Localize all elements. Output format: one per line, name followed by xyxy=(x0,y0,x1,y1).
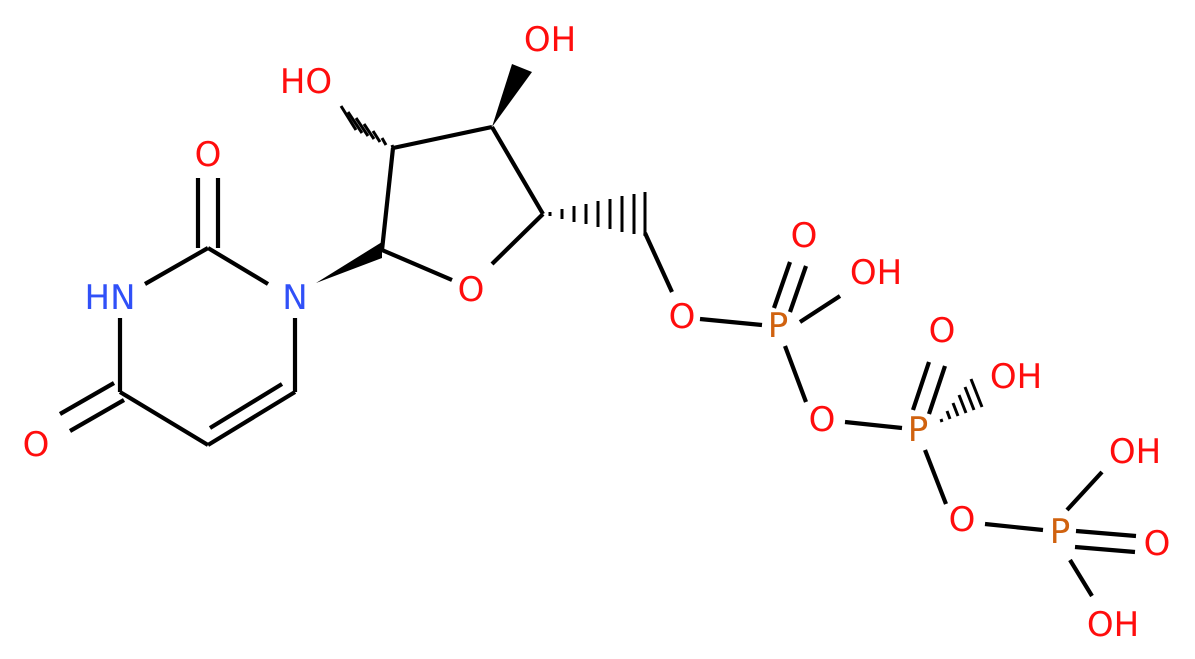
bond-c4p-oring xyxy=(490,212,545,266)
atom-o-c2: O xyxy=(195,135,222,175)
atom-o5p: O xyxy=(669,297,696,337)
bond-layer xyxy=(58,124,1137,598)
bond-c5-c6 xyxy=(206,390,297,447)
bond-pb-o-double-a xyxy=(911,361,931,411)
bond-c2-nh xyxy=(143,246,210,286)
bond-obridge2-pg xyxy=(984,521,1044,533)
bond-o5p-pa xyxy=(699,316,763,328)
atom-oh-c3p: OH xyxy=(524,20,576,60)
bond-c1p-oring xyxy=(381,248,453,282)
atom-n1: N xyxy=(282,278,307,318)
bond-obridge1-pb xyxy=(844,419,903,431)
atom-pb-oh: OH xyxy=(990,357,1042,397)
atom-nh: HN xyxy=(85,278,136,318)
bond-pa-o-double-a xyxy=(772,261,792,309)
bond-c4-o-double-a xyxy=(58,381,116,416)
stereo-bond-layer xyxy=(316,64,984,423)
bond-c5-c6-inner xyxy=(208,382,284,430)
bond-pa-obridge1 xyxy=(783,345,808,403)
atom-p-gamma: P xyxy=(1050,512,1071,552)
bond-pg-oh-bottom xyxy=(1068,558,1094,598)
bond-pa-o-double-b xyxy=(788,265,808,313)
wedge-n1-c1p xyxy=(316,242,382,283)
bond-pg-oh-top xyxy=(1065,470,1104,512)
hash-c4p-c5p xyxy=(548,192,647,236)
bond-c3p-c4p xyxy=(490,125,545,216)
bond-c2-n1 xyxy=(206,246,270,286)
atom-pa-o-double: O xyxy=(791,216,818,256)
atom-label-layer: O HN O N O HO OH O P O OH O P O OH O P O… xyxy=(23,20,1171,645)
bond-pg-o-double-b xyxy=(1074,544,1136,555)
atom-pg-oh-bottom: OH xyxy=(1087,605,1139,645)
bond-pb-obridge2 xyxy=(923,449,948,505)
bond-c2p-c3p xyxy=(392,124,493,151)
hash-pb-oh xyxy=(939,378,984,423)
hash-c2p-ho xyxy=(339,105,395,149)
atom-o-c4: O xyxy=(23,425,50,465)
atom-ho-c2p: HO xyxy=(280,62,332,102)
atom-pg-oh-top: OH xyxy=(1109,432,1161,472)
atom-pb-o-double: O xyxy=(929,311,956,351)
atom-pg-o-double: O xyxy=(1144,524,1171,564)
atom-p-alpha: P xyxy=(768,306,789,346)
atom-pa-oh: OH xyxy=(850,253,902,293)
atom-p-beta: P xyxy=(908,410,929,450)
bond-c4-c5 xyxy=(118,390,210,447)
bond-pa-oh xyxy=(798,294,842,324)
bond-c1p-c2p xyxy=(379,147,396,251)
bond-pb-o-double-b xyxy=(927,365,947,415)
bond-pg-o-double-a xyxy=(1075,528,1137,539)
bond-c5p-o5p xyxy=(643,232,674,293)
bond-c4-o-double-b xyxy=(68,398,126,433)
wedge-c3p-oh xyxy=(492,64,532,127)
atom-o-bridge1: O xyxy=(809,400,836,440)
atom-o-bridge2: O xyxy=(949,500,976,540)
atom-o-ring: O xyxy=(458,270,485,310)
